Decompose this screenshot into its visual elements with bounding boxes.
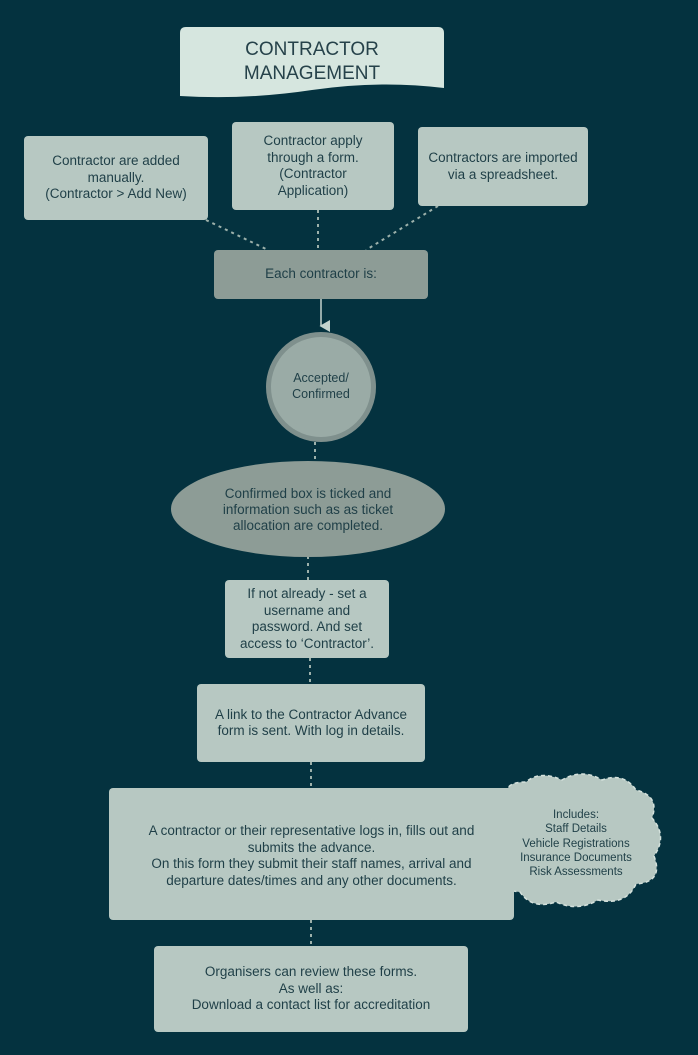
source-form-box: Contractor apply through a form. (Contra… [232,122,394,210]
title-banner [180,27,444,98]
page-title: CONTRACTOR MANAGEMENT [243,39,381,84]
each-contractor-box: Each contractor is: [214,250,428,299]
submit-advance-box: A contractor or their representative log… [109,788,514,920]
includes-label: Includes: Staff Details Vehicle Registra… [520,809,632,879]
status-circle-inner [277,343,365,431]
status-label: Accepted/ Confirmed [292,371,350,401]
source-manual-label: Contractor are added manually. (Contract… [45,153,187,202]
set-username-label: If not already - set a username and pass… [239,586,375,651]
source-manual-box: Contractor are added manually. (Contract… [24,136,208,220]
link-sent-label: A link to the Contractor Advance form is… [214,706,408,739]
each-contractor-label: Each contractor is: [265,266,377,282]
confirmed-ellipse [171,461,445,557]
review-label: Organisers can review these forms. As we… [191,964,431,1013]
source-import-label: Contractors are imported via a spreadshe… [428,150,578,182]
submit-advance-label: A contractor or their representative log… [148,823,475,888]
connector-import [365,205,439,251]
set-username-box: If not already - set a username and pass… [225,580,389,658]
source-form-label: Contractor apply through a form. (Contra… [263,133,363,198]
source-import-box: Contractors are imported via a spreadshe… [418,127,588,206]
link-sent-box: A link to the Contractor Advance form is… [197,684,425,762]
connector-manual [205,219,269,251]
confirmed-label: Confirmed box is ticked and information … [222,486,394,533]
review-box: Organisers can review these forms. As we… [154,946,468,1032]
